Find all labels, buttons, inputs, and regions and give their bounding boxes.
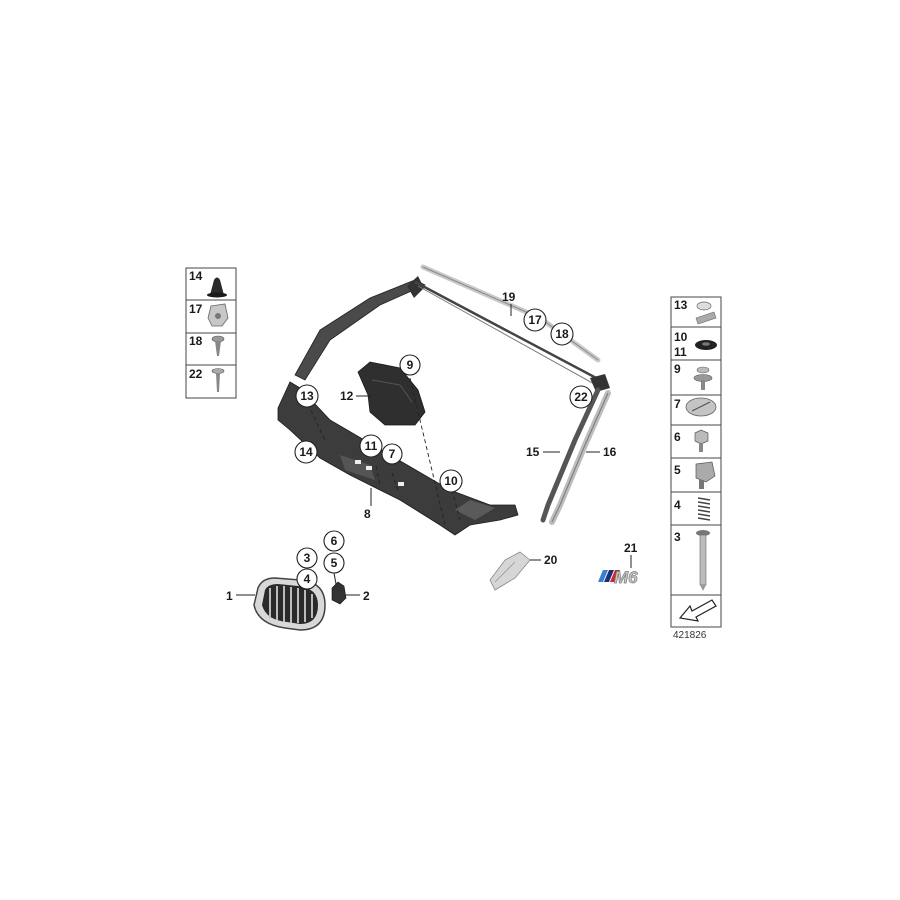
label-4-panel: 4 <box>674 498 681 512</box>
svg-text:22: 22 <box>574 390 588 404</box>
svg-text:6: 6 <box>331 534 338 548</box>
label-5-panel: 5 <box>674 463 681 477</box>
m6-badge-part-21: M6 <box>598 568 639 587</box>
svg-text:3: 3 <box>304 551 311 565</box>
label-7-panel: 7 <box>674 397 681 411</box>
reference-number: 421826 <box>673 630 707 641</box>
callout-2: 2 <box>363 589 370 603</box>
callout-4: 4 <box>296 568 318 590</box>
callout-22: 22 <box>569 385 593 409</box>
callout-19: 19 <box>502 290 516 304</box>
pillar-seal-part-16 <box>549 390 611 525</box>
svg-text:11: 11 <box>365 439 378 453</box>
svg-text:14: 14 <box>299 445 313 459</box>
svg-text:18: 18 <box>555 327 569 341</box>
label-10-panel: 10 <box>674 330 688 344</box>
label-6-panel: 6 <box>674 430 681 444</box>
badge-text: M6 <box>614 568 638 587</box>
callout-16: 16 <box>603 445 617 459</box>
callout-1: 1 <box>226 589 233 603</box>
callouts: 1 2 8 12 15 16 19 20 21 3 4 6 <box>226 290 638 603</box>
right-panel-frame <box>670 296 722 628</box>
callout-20: 20 <box>544 553 558 567</box>
svg-text:7: 7 <box>389 447 396 461</box>
cowl-panel-part-8 <box>277 381 519 536</box>
callout-15: 15 <box>526 445 540 459</box>
callout-10: 10 <box>439 469 463 493</box>
label-14-panel: 14 <box>189 269 203 283</box>
self-tapping-screw-icon <box>211 368 225 392</box>
callout-3: 3 <box>296 547 318 569</box>
bolt-icon <box>696 530 710 591</box>
kidney-grille-part-1 <box>253 577 326 631</box>
bracket-part-2 <box>331 581 347 605</box>
svg-text:13: 13 <box>300 389 314 403</box>
installation-lines <box>307 377 461 526</box>
callout-9: 9 <box>399 354 421 376</box>
label-22-panel: 22 <box>189 367 203 381</box>
callout-5: 5 <box>323 552 345 574</box>
direction-arrow-icon <box>678 599 717 622</box>
label-9-panel: 9 <box>674 362 681 376</box>
bracket-icon <box>695 461 716 489</box>
label-17-panel: 17 <box>189 302 203 316</box>
callout-14: 14 <box>294 440 318 464</box>
callout-8: 8 <box>364 507 371 521</box>
svg-text:5: 5 <box>331 556 338 570</box>
screw-icon <box>211 335 225 356</box>
pillar-seal-part-15 <box>540 387 601 523</box>
callout-17: 17 <box>523 308 547 332</box>
label-11-panel: 11 <box>674 345 687 359</box>
clip-nut-icon <box>207 303 229 327</box>
svg-text:4: 4 <box>304 572 311 586</box>
windshield-frame <box>294 276 610 392</box>
label-13-panel: 13 <box>674 298 688 312</box>
trim-part-20 <box>489 551 531 591</box>
callout-7: 7 <box>381 443 403 465</box>
callout-12: 12 <box>340 389 354 403</box>
callout-13: 13 <box>295 384 319 408</box>
svg-text:10: 10 <box>444 474 458 488</box>
grommet-icon <box>695 340 717 350</box>
svg-text:17: 17 <box>528 313 542 327</box>
clip-icon <box>695 301 717 325</box>
callout-6: 6 <box>323 530 345 552</box>
left-fastener-panel: 14 17 18 22 <box>185 267 237 399</box>
push-rivet-icon <box>207 277 227 298</box>
hex-nut-icon <box>694 429 709 452</box>
callout-18: 18 <box>550 322 574 346</box>
label-3-panel: 3 <box>674 530 681 544</box>
label-18-panel: 18 <box>189 334 203 348</box>
expansion-rivet-icon <box>693 366 713 390</box>
callout-11: 11 <box>359 434 383 458</box>
spring-icon <box>697 497 711 521</box>
svg-text:9: 9 <box>407 358 414 372</box>
callout-21: 21 <box>624 541 638 555</box>
cap-icon <box>685 397 717 417</box>
right-fastener-panel: 13 10 11 9 7 6 5 <box>670 296 722 628</box>
cover-part-12 <box>357 361 426 426</box>
